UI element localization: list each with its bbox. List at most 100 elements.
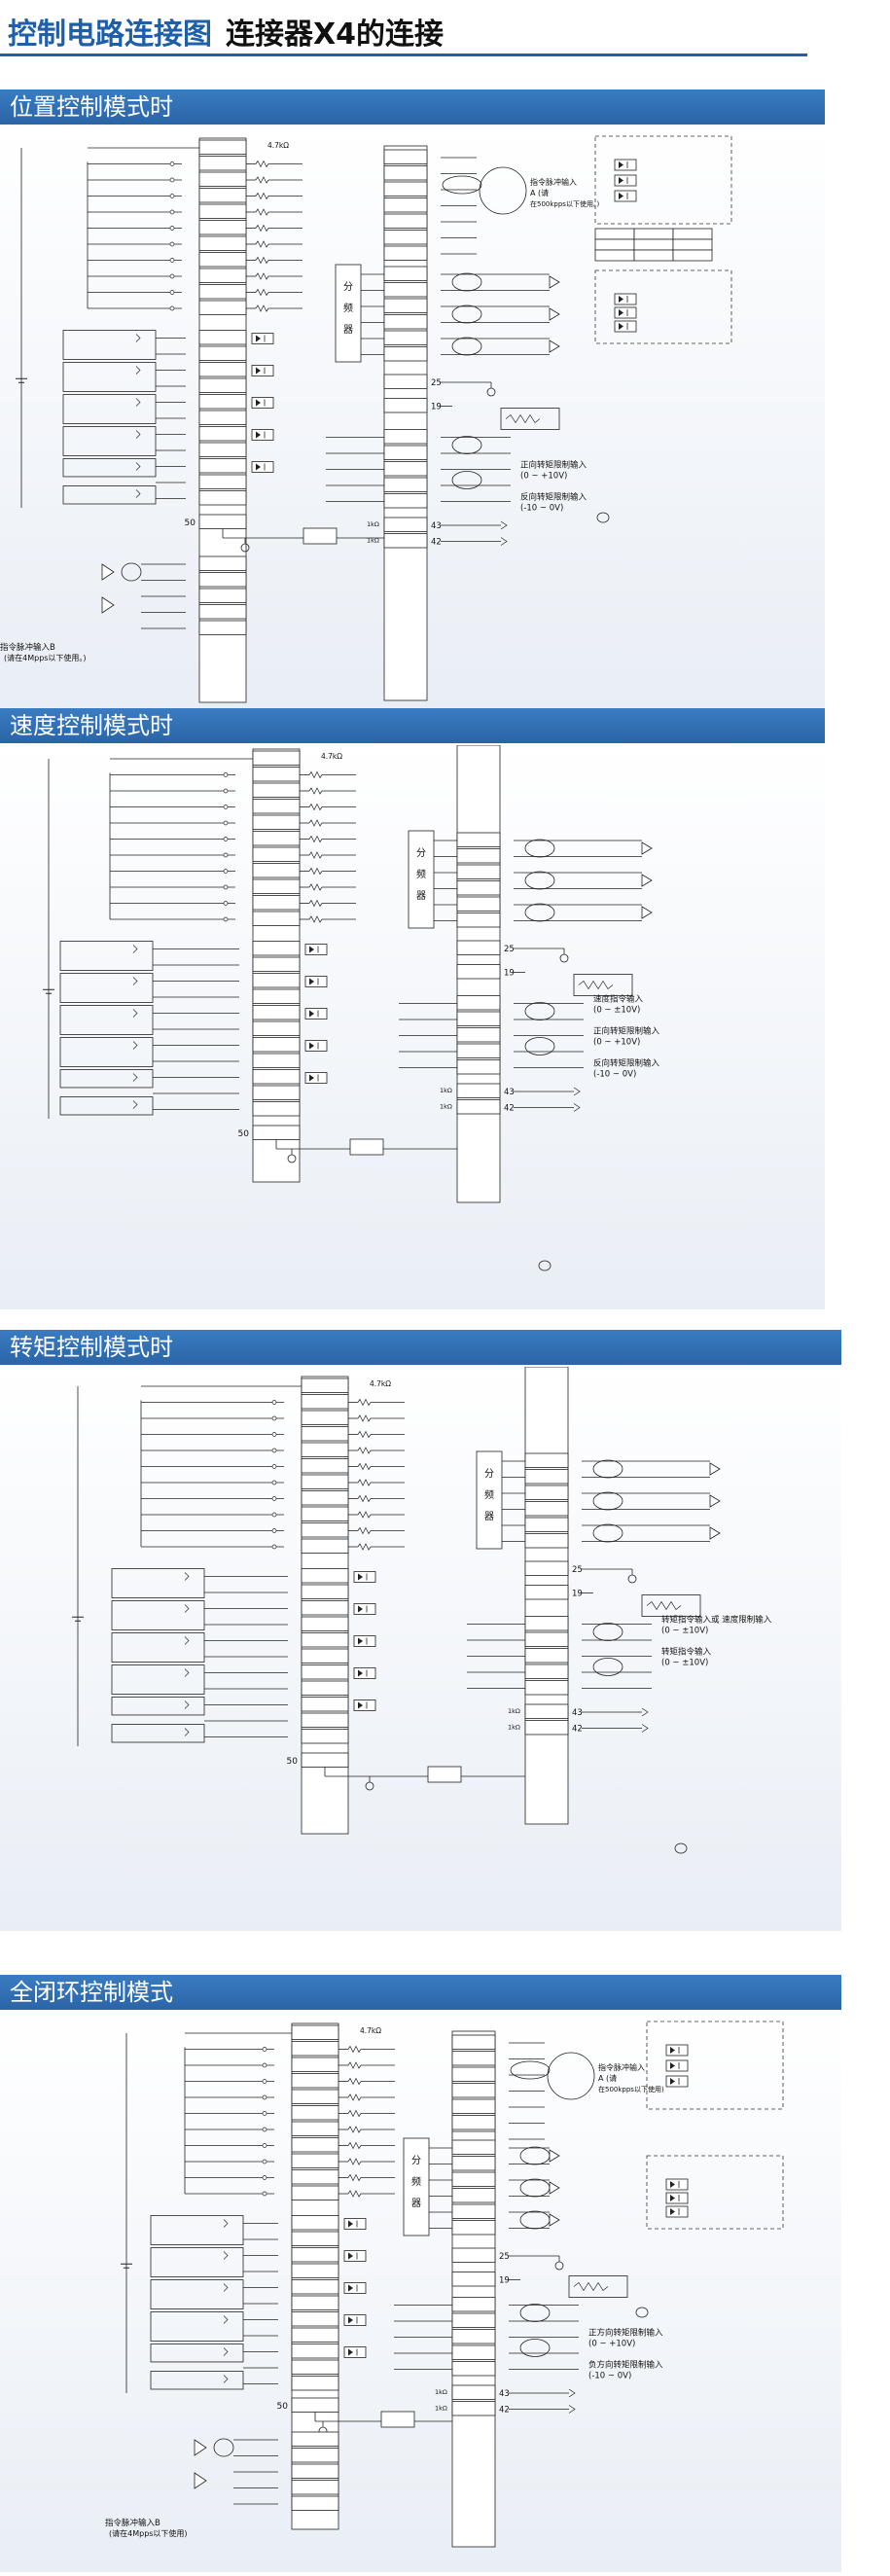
resistor-table-cell (633, 249, 674, 262)
encoder-pin-box (451, 2220, 496, 2236)
output-pin-box (252, 1005, 301, 1020)
input-pin-box (291, 2024, 339, 2040)
diode-icon (348, 2348, 353, 2356)
output-function-box (62, 485, 157, 505)
note-optocoupler-icon (665, 2075, 689, 2088)
monitor-arrow-icon (568, 2388, 576, 2398)
diode-icon (256, 335, 261, 342)
cz-pin-box (383, 398, 428, 413)
relay-icon (132, 977, 138, 985)
relay-icon (223, 2251, 229, 2260)
encoder-twisted-pair-mark (451, 304, 482, 324)
divider-label: 分 (343, 281, 353, 293)
relay-icon (132, 1041, 138, 1050)
analog-twisted-pair-mark (519, 2304, 551, 2322)
sp-pin-number: 43 (499, 2389, 510, 2399)
switch-contact-icon (271, 1528, 277, 1533)
switch-contact-icon (169, 194, 175, 198)
input-pin-box (301, 1442, 349, 1457)
resistor-table-cell (672, 228, 713, 240)
diode-icon (309, 946, 314, 953)
analog-twisted-pair-mark (524, 1002, 555, 1020)
input-pin-box (252, 799, 301, 814)
switch-contact-icon (271, 1415, 277, 1421)
line-receiver-icon (709, 1462, 721, 1476)
output-pin-box (198, 442, 247, 457)
diode-icon (619, 309, 623, 316)
input-pin-box (198, 268, 247, 283)
encoder-pin-box (524, 1469, 569, 1485)
diode-icon (670, 2078, 675, 2085)
twisted-pair-legend-icon (635, 2307, 649, 2318)
output-pin-box (252, 988, 301, 1004)
switch-contact-icon (271, 1512, 277, 1518)
fg-pin-number: 50 (277, 2402, 289, 2412)
resistor-icon (255, 208, 269, 216)
encoder-pin-box (524, 1517, 569, 1532)
analog-pin-box (524, 1631, 569, 1647)
switch-contact-icon (262, 2143, 267, 2148)
relay-icon (184, 1728, 190, 1736)
switch-contact-icon (262, 2159, 267, 2165)
switch-contact-icon (262, 2079, 267, 2084)
divider-label: 分 (416, 847, 426, 859)
divider-label: 频 (416, 868, 426, 880)
output-pin-box (291, 2359, 339, 2375)
relay-icon (223, 2219, 229, 2228)
battery-icon (43, 988, 54, 994)
diode-icon (670, 2062, 675, 2069)
im-pin-box (383, 533, 428, 549)
section-title-torque: 转矩控制模式时 (0, 1330, 841, 1365)
divider-box (403, 2137, 430, 2236)
pulse-twisted-pair-mark (442, 175, 482, 195)
output-pin-box (252, 1069, 301, 1085)
output-pin-box (198, 394, 247, 410)
divider-box (335, 264, 362, 363)
monitor-arrow-icon (500, 537, 508, 546)
x4-label-box (349, 1138, 384, 1156)
diode-icon (309, 1042, 314, 1050)
relay-icon (184, 1668, 190, 1677)
relay-icon (135, 334, 141, 342)
line-receiver-icon (549, 275, 560, 289)
im-pin-box (451, 2401, 496, 2416)
diode-icon (670, 2195, 675, 2201)
encoder-pin-box (456, 832, 501, 847)
input-pin-box (252, 767, 301, 782)
resistor-icon (255, 272, 269, 280)
gnd-pin-box (524, 1560, 569, 1576)
output-function-box (111, 1724, 205, 1743)
encoder-twisted-pair-mark (592, 1459, 623, 1479)
battery-icon (16, 377, 27, 383)
resistor-icon (308, 915, 323, 923)
x4-label-box (380, 2411, 415, 2428)
output-pin-box (301, 1680, 349, 1696)
switch-contact-icon (262, 2062, 267, 2068)
output-function-box (150, 2279, 244, 2309)
monitor-arrow-icon (568, 2405, 576, 2414)
pulse-twisted-pair-mark (510, 2060, 551, 2080)
pulse-input-note: 指令脉冲输入 (598, 2062, 645, 2072)
output-pin-box (291, 2327, 339, 2343)
switch-contact-icon (271, 1432, 277, 1437)
potentiometer-icon (578, 980, 614, 990)
diode-icon (670, 2208, 675, 2215)
relay-icon (135, 366, 141, 375)
line-receiver-icon (709, 1494, 721, 1508)
line-driver-pin-box (198, 588, 247, 603)
fg-pin-box (198, 514, 247, 529)
input-pin-box (301, 1458, 349, 1474)
potentiometer-box (568, 2275, 628, 2298)
sp-pin-box (383, 517, 428, 532)
input-pin-box (301, 1377, 349, 1393)
pulse-input-note: A (请 (530, 188, 549, 197)
sp-pin-box (451, 2384, 496, 2400)
input-pin-box (198, 220, 247, 235)
analog-input-range: (0 ~ +10V) (520, 472, 567, 482)
resistor-icon (347, 2045, 362, 2054)
switch-contact-icon (169, 226, 175, 231)
encoder-pin-box (456, 864, 501, 879)
